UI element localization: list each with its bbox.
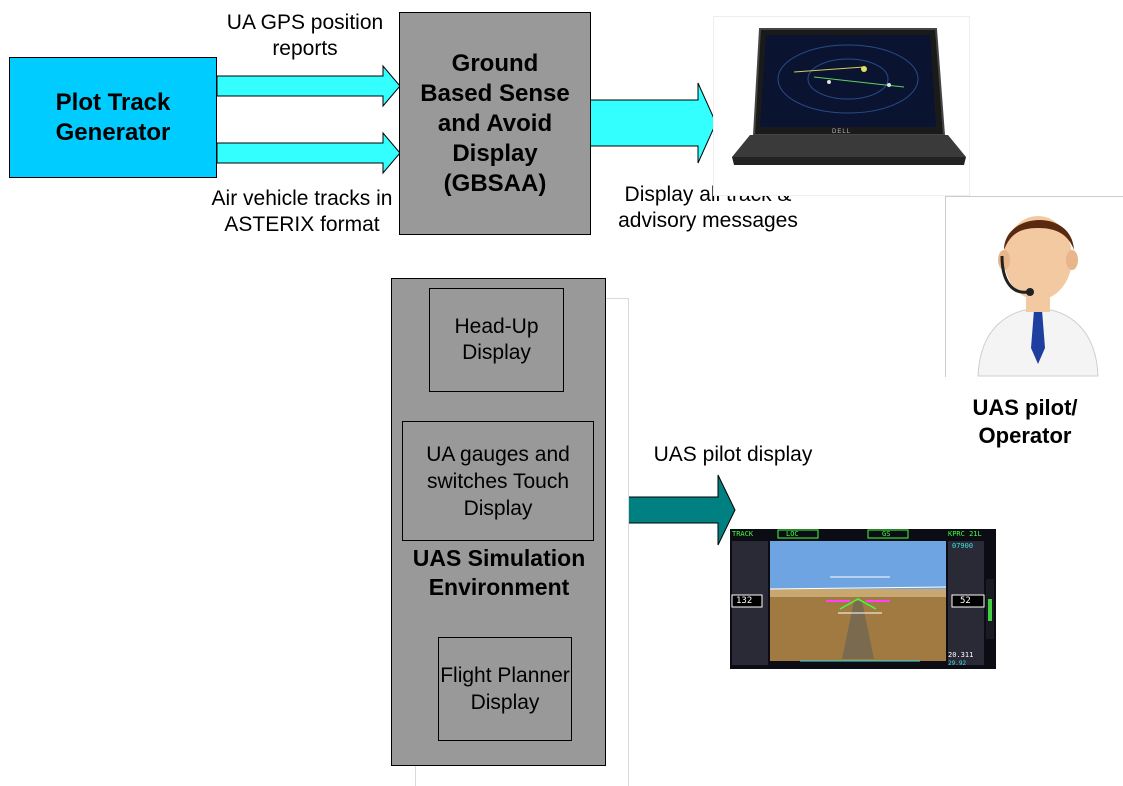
sim-env-label: UAS Simulation Environment <box>412 545 586 600</box>
planner-label: Flight Planner Display <box>440 664 570 714</box>
gps-arrow <box>216 64 401 108</box>
plot-track-generator-label: Plot Track Generator <box>55 88 171 146</box>
pfd-speed: 132 <box>736 596 753 606</box>
pfd-heading-bottom: 20.311 <box>948 651 974 659</box>
laptop-brand: DELL <box>832 129 852 135</box>
laptop-image: DELL <box>713 16 970 196</box>
plot-track-generator-box: Plot Track Generator <box>9 57 217 178</box>
pfd-freq: KPRC 21L <box>948 530 982 538</box>
pfd-track: TRACK <box>732 530 754 538</box>
operator-label: UAS pilot/ Operator <box>972 395 1078 448</box>
pfd-baro: 29.92 <box>948 660 967 667</box>
gauges-box: UA gauges and switches Touch Display <box>402 421 594 541</box>
gps-label: UA GPS position reports <box>226 11 384 60</box>
pfd-altitude: 52 <box>960 596 971 606</box>
pfd-gs: GS <box>882 530 891 538</box>
tracks-arrow <box>216 131 401 175</box>
pfd-image: TRACK LOC GS KPRC 21L 07900 132 52 20.31… <box>730 529 996 669</box>
pilot-avatar-icon <box>977 216 1099 377</box>
hud-label: Head-Up Display <box>454 315 539 364</box>
pilot-frame <box>945 196 1123 377</box>
pilot-display-label: UAS pilot display <box>653 443 813 466</box>
gauges-label: UA gauges and switches Touch Display <box>426 442 570 520</box>
pfd-alt-bug: 07900 <box>952 542 974 550</box>
hud-box: Head-Up Display <box>429 288 564 392</box>
tracks-label: Air vehicle tracks in ASTERIX format <box>211 187 393 236</box>
pfd-loc: LOC <box>786 530 799 538</box>
gbsaa-box: Ground Based Sense and Avoid Display (GB… <box>399 12 591 235</box>
gbsaa-label: Ground Based Sense and Avoid Display (GB… <box>420 49 570 197</box>
display-arrow <box>589 82 717 164</box>
planner-box: Flight Planner Display <box>438 637 572 741</box>
